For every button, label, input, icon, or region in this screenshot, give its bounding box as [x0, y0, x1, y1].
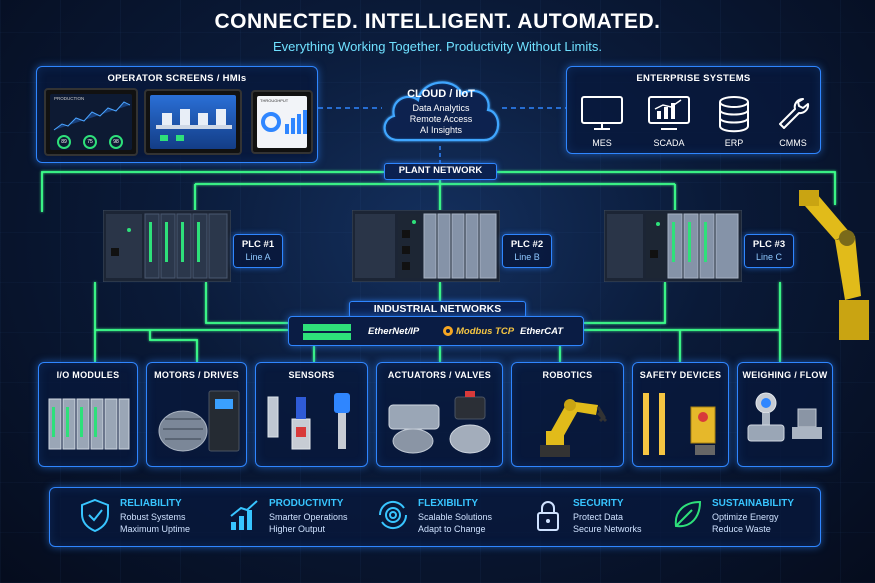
plc-name: PLC #3 [752, 239, 786, 250]
hmi-screen-throughput[interactable]: THROUGHPUT [251, 90, 313, 154]
plc-rack-2 [352, 210, 500, 282]
hmi-gauge-value: 89 [61, 139, 67, 145]
device-tile-robotics[interactable]: ROBOTICS [511, 362, 624, 467]
cloud-line: Data Analytics [412, 103, 470, 113]
cloud-line: AI Insights [419, 125, 463, 135]
hmi-gauge-value: 75 [87, 139, 93, 145]
device-tile-sensors[interactable]: SENSORS [255, 362, 368, 467]
chart-monitor-icon [648, 96, 690, 130]
protocols-bar: EtherNet/IP Modbus TCP EtherCAT [288, 316, 584, 346]
plant-network-label: PLANT NETWORK [384, 163, 497, 180]
plc-label-1[interactable]: PLC #1 Line A [233, 234, 283, 268]
wrench-icon [779, 98, 810, 129]
hmi-screen-machine[interactable] [144, 89, 242, 155]
benefit-line: Reduce Waste [712, 524, 771, 534]
protocol-ethernet-ip: EtherNet/IP [368, 326, 420, 337]
motor-icon [158, 390, 240, 452]
plc-name: PLC #2 [510, 239, 544, 250]
hmi-machine-graphic [156, 109, 232, 141]
modbus-gear-icon [443, 326, 453, 336]
enterprise-systems-panel: ENTERPRISE SYSTEMS MES SCADA ERP CMMS [566, 66, 821, 154]
benefit-line: Protect Data [573, 512, 624, 522]
hmi-heading: PRODUCTION [54, 96, 85, 101]
device-title: WEIGHING / FLOW [742, 370, 828, 380]
benefit-line: Higher Output [269, 524, 326, 534]
enterprise-label-mes: MES [592, 138, 612, 148]
hmi-heading: THROUGHPUT [260, 98, 289, 103]
benefit-line: Optimize Energy [712, 512, 779, 522]
benefit-title: FLEXIBILITY [418, 498, 478, 509]
safety-curtain-icon [643, 393, 716, 455]
protocol-modbus-tcp: Modbus TCP [456, 326, 515, 337]
hmi-donut-chart [261, 110, 307, 134]
industrial-networks-title: INDUSTRIAL NETWORKS [349, 301, 526, 318]
robot-arm-background-icon [799, 190, 869, 340]
protocol-ethercat: EtherCAT [520, 326, 564, 337]
plc-line: Line B [514, 252, 540, 262]
sensor-icon [267, 393, 350, 450]
hmi-gauge-value: 98 [113, 139, 119, 145]
plc-label-3[interactable]: PLC #3 Line C [744, 234, 794, 268]
database-icon [719, 96, 749, 133]
benefit-title: RELIABILITY [120, 498, 182, 509]
device-tile-safety-devices[interactable]: SAFETY DEVICES [632, 362, 729, 467]
device-title: SENSORS [288, 370, 335, 380]
benefit-line: Adapt to Change [418, 524, 486, 534]
plc-rack-3 [604, 210, 742, 282]
cloud-title: CLOUD / IIoT [407, 88, 475, 100]
hmi-screen-production[interactable]: PRODUCTION 89 75 98 [44, 88, 138, 156]
plc-rack-1 [103, 210, 231, 282]
profinet-logo-icon [303, 324, 351, 340]
benefit-line: Scalable Solutions [418, 512, 493, 522]
device-title: ROBOTICS [542, 370, 593, 380]
operator-screens-title: OPERATOR SCREENS / HMIs [107, 73, 247, 84]
plc-line: Line C [755, 252, 782, 262]
benefit-line: Smarter Operations [269, 512, 348, 522]
hmi-trend-chart [53, 101, 131, 149]
device-tile-weighing-flow[interactable]: WEIGHING / FLOW [737, 362, 833, 467]
benefit-line: Maximum Uptime [120, 524, 191, 534]
benefit-title: SECURITY [573, 498, 624, 509]
cloud-icon [383, 81, 500, 142]
operator-screens-panel: OPERATOR SCREENS / HMIs PRODUCTION 89 75… [36, 66, 318, 163]
enterprise-label-scada: SCADA [653, 138, 685, 148]
device-title: SAFETY DEVICES [639, 370, 722, 380]
growth-chart-icon [230, 500, 258, 530]
device-tile-motors-drives[interactable]: MOTORS / DRIVES [146, 362, 247, 467]
benefits-panel: RELIABILITY Robust Systems Maximum Uptim… [49, 487, 821, 547]
enterprise-label-erp: ERP [724, 138, 744, 148]
device-title: MOTORS / DRIVES [154, 370, 239, 380]
robot-arm-icon [540, 399, 608, 457]
shield-check-icon [81, 498, 109, 532]
leaf-icon [674, 500, 702, 528]
device-title: ACTUATORS / VALVES [387, 370, 492, 380]
plc-name: PLC #1 [241, 239, 275, 250]
monitor-icon [581, 96, 623, 130]
page-subtitle: Everything Working Together. Productivit… [273, 39, 602, 54]
enterprise-label-cmms: CMMS [779, 138, 807, 148]
device-tile-io-modules[interactable]: I/O MODULES [38, 362, 138, 467]
device-title: I/O MODULES [56, 370, 120, 380]
valve-icon [388, 391, 491, 454]
benefit-title: PRODUCTIVITY [269, 498, 344, 509]
benefit-title: SUSTAINABILITY [712, 498, 795, 509]
enterprise-title: ENTERPRISE SYSTEMS [636, 73, 751, 84]
io-module-icon [48, 398, 130, 450]
benefit-line: Robust Systems [120, 512, 186, 522]
page-title: CONNECTED. INTELLIGENT. AUTOMATED. [214, 10, 661, 33]
cloud-line: Remote Access [409, 114, 473, 124]
plc-label-2[interactable]: PLC #2 Line B [502, 234, 552, 268]
benefit-line: Secure Networks [573, 524, 642, 534]
plc-line: Line A [245, 252, 271, 262]
gear-arrows-icon [378, 500, 408, 530]
padlock-icon [537, 501, 559, 531]
flow-meter-icon [747, 392, 822, 442]
device-tile-actuators-valves[interactable]: ACTUATORS / VALVES [376, 362, 503, 467]
